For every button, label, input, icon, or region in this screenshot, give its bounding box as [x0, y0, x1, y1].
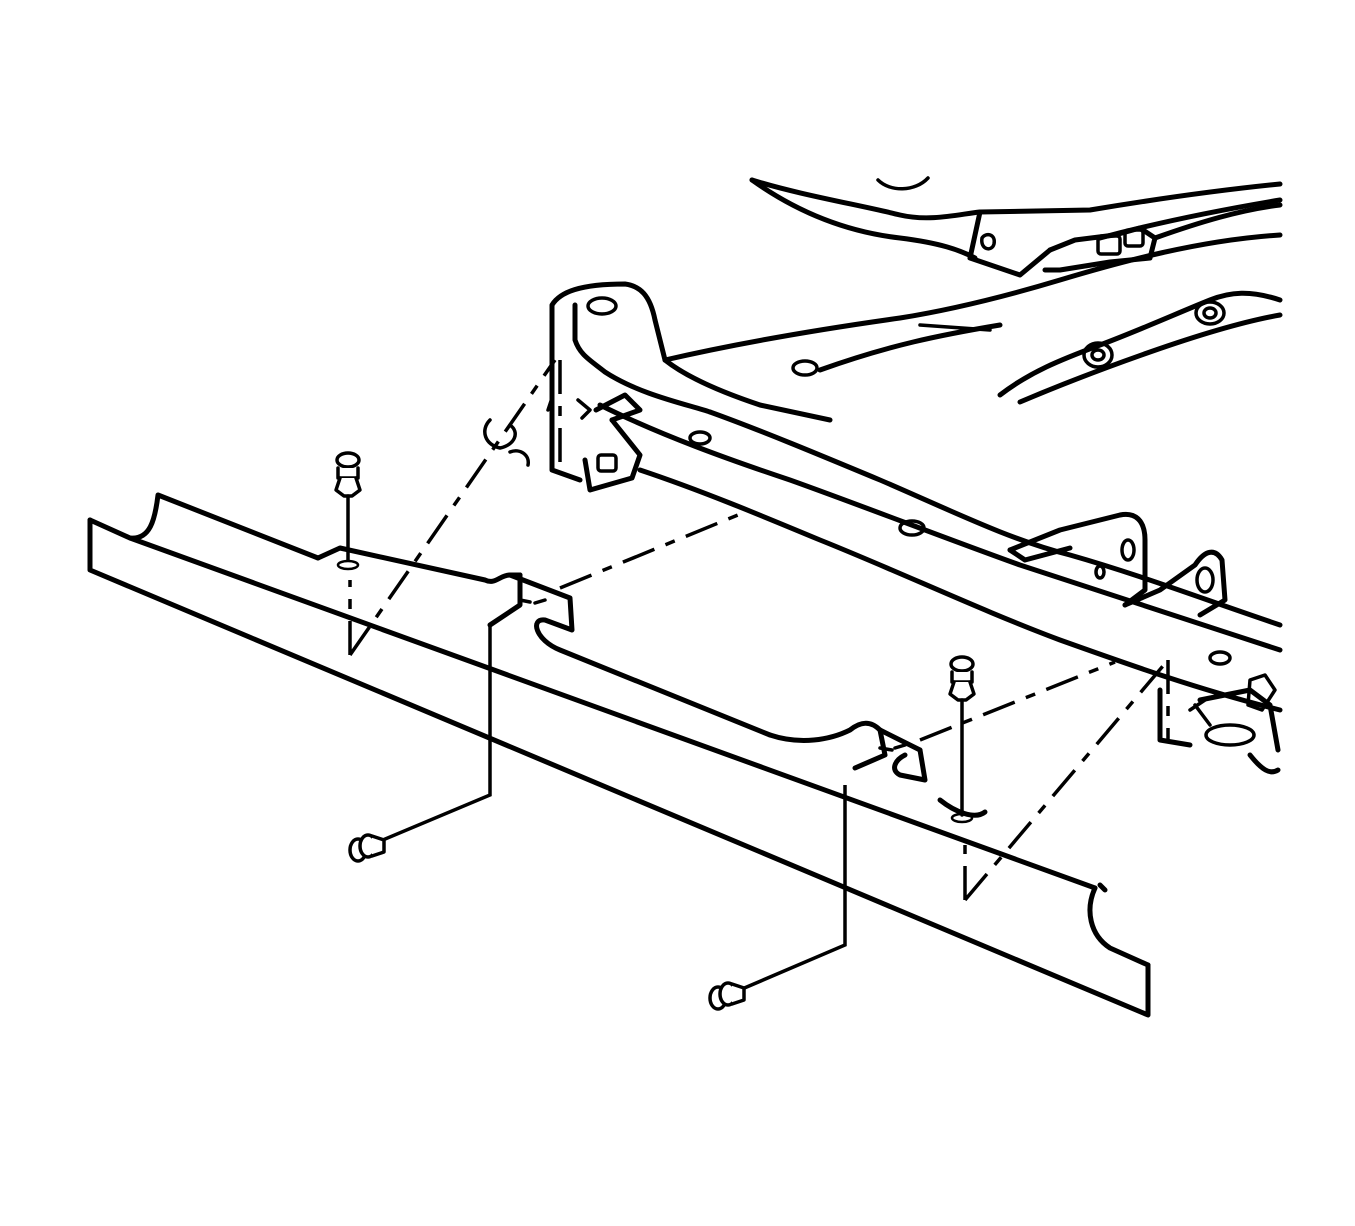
push-pin-retainer-right: [948, 655, 976, 824]
push-in-fastener-right: [708, 981, 746, 1011]
splash-shield: [87, 492, 1151, 1018]
push-in-fastener-left: [348, 833, 386, 863]
alignment-guides: [348, 359, 1170, 994]
frame-crossmember: [483, 281, 1283, 775]
rear-frame-rail: [662, 176, 1283, 405]
push-pin-retainer-left: [334, 451, 362, 571]
